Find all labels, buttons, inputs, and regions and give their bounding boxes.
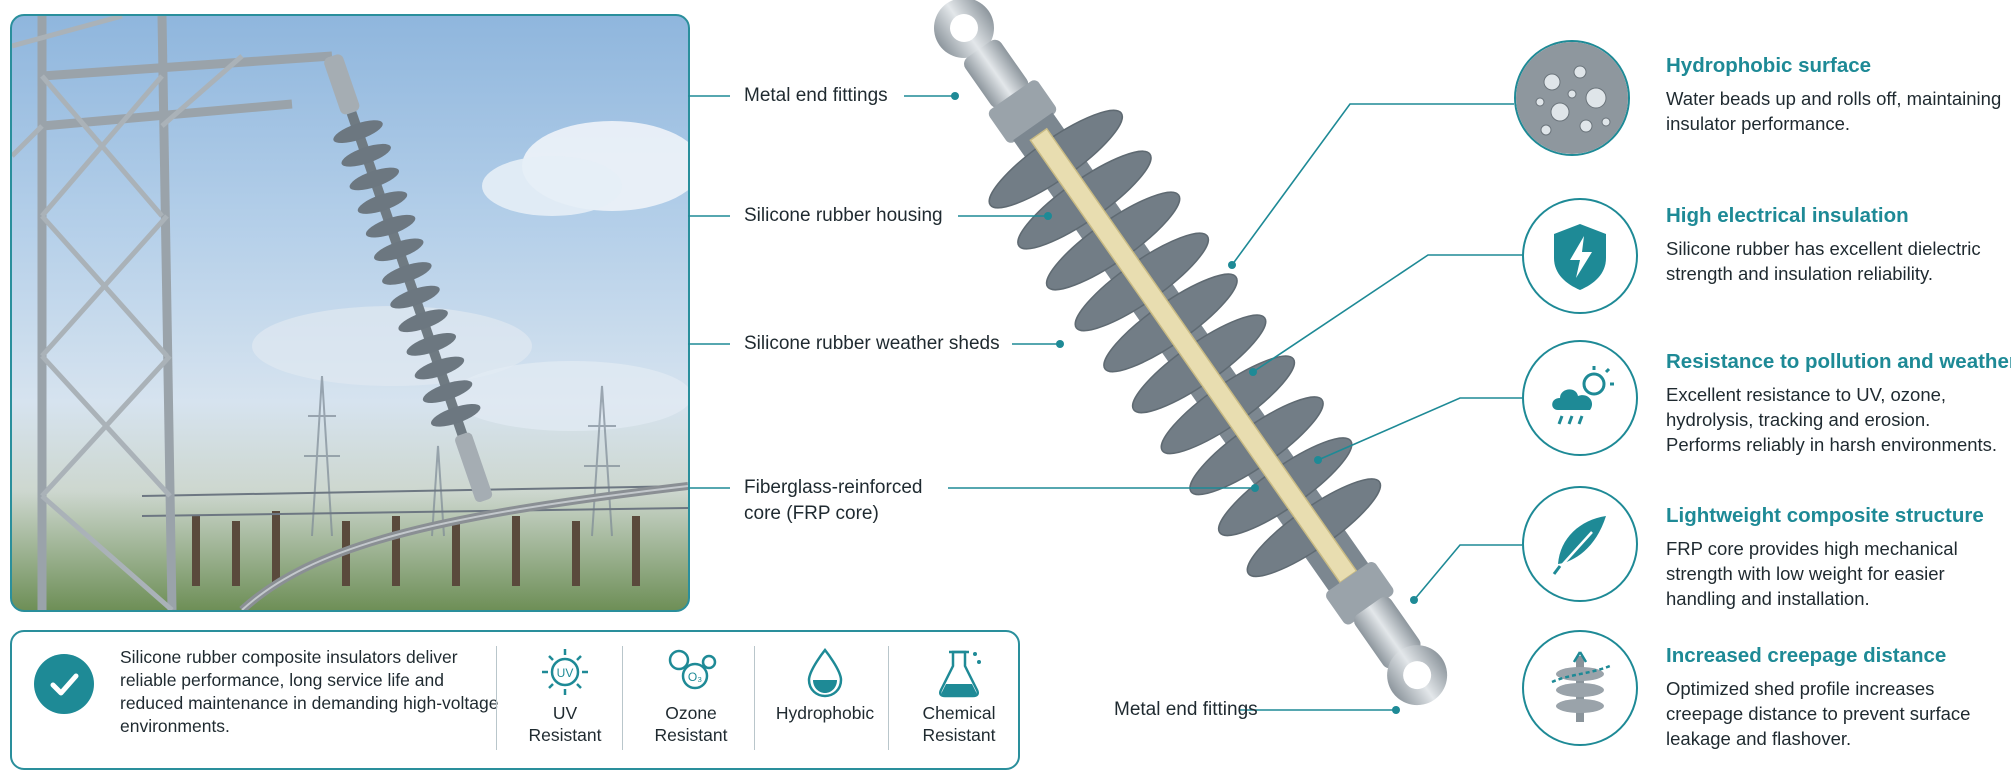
callout-sheds: Silicone rubber weather sheds [744,333,1000,354]
feature-hydrophobic: Hydrophobic surface Water beads up and r… [1666,54,2006,136]
feature-title: Increased creepage distance [1666,644,1947,667]
property-chemical: Chemical Resistant [896,642,1022,754]
property-label: Resistant [654,725,728,745]
property-label: Ozone [665,703,717,723]
insulator-photo [10,14,690,612]
summary-text: Silicone rubber composite insulators del… [120,647,499,736]
callout-end-fittings-bottom: Metal end fittings [1114,699,1258,720]
property-label: Hydrophobic [775,703,875,723]
uv-sun-icon: UV [502,642,628,698]
water-drop-icon [760,642,890,698]
feature-pollution: Resistance to pollution and weather Exce… [1666,350,2011,457]
chemical-flask-icon [896,642,1022,698]
feature-title: High electrical insulation [1666,204,1909,227]
property-label: Chemical [922,703,996,723]
property-uv: UV UV Resistant [502,642,628,754]
summary-bar: Silicone rubber composite insulators del… [10,630,1020,770]
cloud-rain-sun-icon [1522,340,1638,456]
feature-desc: Water beads up and rolls off, maintainin… [1666,88,2002,134]
feature-creepage: Increased creepage distance Optimized sh… [1666,644,2006,751]
divider [754,646,755,750]
callout-core-line1: Fiberglass-reinforced [744,477,923,498]
feature-desc: Optimized shed profile increases creepag… [1666,678,1971,749]
svg-text:UV: UV [557,666,574,680]
property-ozone: O₃ Ozone Resistant [628,642,754,754]
feature-title: Hydrophobic surface [1666,54,1872,77]
feature-desc: Excellent resistance to UV, ozone, hydro… [1666,384,1998,455]
feature-desc: FRP core provides high mechanical streng… [1666,538,1958,609]
callout-housing: Silicone rubber housing [744,205,943,226]
creepage-shed-icon [1522,630,1638,746]
property-label: Resistant [922,725,996,745]
svg-text:O₃: O₃ [688,670,702,684]
feature-insulation: High electrical insulation Silicone rubb… [1666,204,2006,286]
property-label: Resistant [528,725,602,745]
callout-core: Fiberglass-reinforced core (FRP core) [744,475,922,527]
water-beads-icon [1514,40,1630,156]
feature-title: Resistance to pollution and weather [1666,350,2011,373]
shield-lightning-icon [1522,198,1638,314]
ozone-molecule-icon: O₃ [628,642,754,698]
feature-desc: Silicone rubber has excellent dielectric… [1666,238,1981,284]
feature-lightweight: Lightweight composite structure FRP core… [1666,504,2006,611]
callout-core-line2: core (FRP core) [744,503,879,524]
property-label: UV [552,703,578,723]
divider [622,646,623,750]
callout-end-fittings-top: Metal end fittings [744,85,888,106]
divider [888,646,889,750]
feather-icon [1522,486,1638,602]
feature-title: Lightweight composite structure [1666,504,1984,527]
divider [496,646,497,750]
property-hydrophobic: Hydrophobic [760,642,890,754]
checkmark-icon [34,654,94,714]
